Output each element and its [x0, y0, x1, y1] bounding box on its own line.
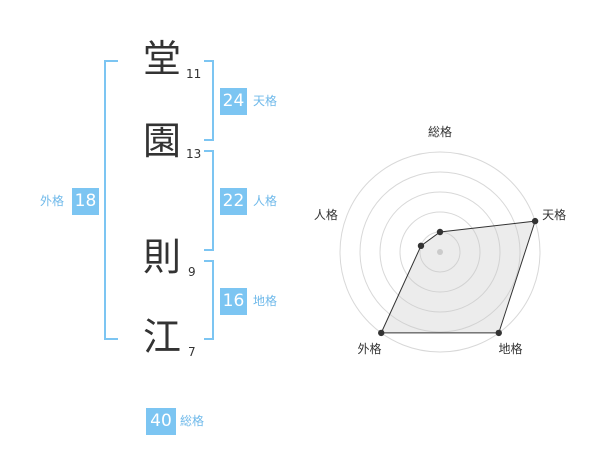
chikaku-bracket: [204, 260, 214, 340]
name-char-4: 江: [142, 315, 181, 359]
radar-grid-ring: [339, 151, 541, 353]
radar-axis-label: 人格: [314, 207, 338, 222]
name-char-3: 則: [142, 235, 181, 279]
stroke-count-2: 13: [186, 147, 202, 161]
chikaku-label: 地格: [253, 294, 278, 308]
tenkaku-value: 24: [220, 88, 247, 115]
name-char-2: 園: [142, 119, 181, 163]
stroke-count-1: 11: [186, 67, 202, 81]
tenkaku-label: 天格: [253, 94, 278, 108]
radar-axis-label: 天格: [542, 207, 566, 222]
radar-point-1: [436, 228, 444, 236]
radar-point-3: [495, 329, 502, 337]
name-char-1: 堂: [142, 37, 181, 81]
jinkaku-bracket: [204, 150, 214, 251]
stroke-count-4: 7: [188, 345, 196, 359]
radar-axis-label: 総格: [428, 124, 452, 139]
jinkaku-value: 22: [220, 188, 247, 215]
chikaku-value: 16: [220, 288, 247, 315]
stroke-count-3: 9: [188, 265, 196, 279]
gaikaku-value: 18: [72, 188, 99, 215]
radar-axis-label: 外格: [357, 341, 381, 356]
radar-data-polygon: [380, 220, 536, 334]
soukaku-value: 40: [146, 408, 176, 435]
radar-center-dot: [437, 249, 443, 255]
radar-grid-ring: [359, 171, 521, 333]
tenkaku-bracket: [204, 60, 214, 141]
radar-point-5: [417, 242, 425, 250]
gaikaku-bracket: [104, 60, 118, 340]
radar-point-2: [531, 217, 539, 225]
gaikaku-label: 外格: [40, 194, 65, 208]
radar-grid-ring: [399, 211, 481, 293]
radar-grid-ring: [379, 191, 501, 313]
jinkaku-label: 人格: [253, 194, 278, 208]
radar-axis-label: 地格: [499, 341, 523, 356]
radar-point-4: [378, 329, 385, 337]
soukaku-label: 総格: [180, 414, 205, 428]
